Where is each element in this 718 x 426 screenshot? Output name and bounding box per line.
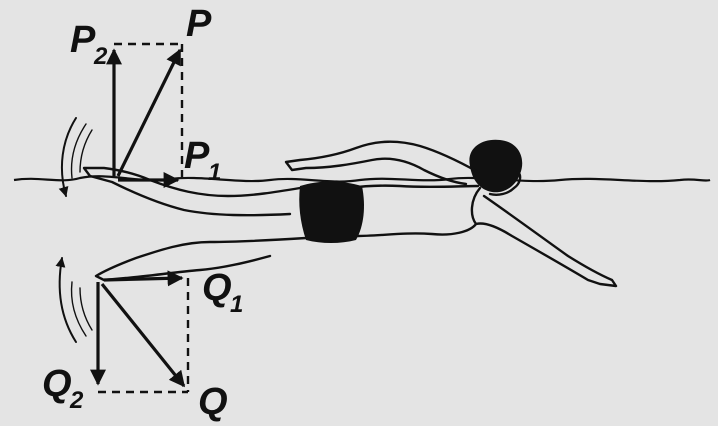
label-q2-subscript: 2 <box>69 387 84 414</box>
vector-p <box>116 48 182 177</box>
label-p: P <box>186 3 212 45</box>
label-q2-letter: Q <box>42 363 72 405</box>
swimmer-lower-leg <box>94 236 308 282</box>
label-p2: P 2 <box>70 19 108 70</box>
label-q2: Q 2 <box>42 363 84 414</box>
swimmer-torso <box>348 184 482 238</box>
swimming-trunks <box>299 181 364 243</box>
vector-q <box>100 282 186 388</box>
label-p1: P 1 <box>184 135 221 186</box>
swimmer-recovery-arm <box>284 140 480 186</box>
label-p1-letter: P <box>184 135 210 177</box>
water-surface-line <box>13 175 711 183</box>
motion-swirl-lower <box>55 257 93 343</box>
swimmer-head <box>469 139 523 196</box>
force-q-parallelogram <box>90 270 190 394</box>
label-q: Q <box>198 381 228 423</box>
motion-swirl-upper <box>58 117 93 197</box>
label-q1-letter: Q <box>202 267 232 309</box>
label-q1-subscript: 1 <box>230 291 243 318</box>
vector-q1 <box>103 270 184 287</box>
force-p-parallelogram <box>106 42 184 188</box>
label-p1-subscript: 1 <box>208 159 221 186</box>
label-p2-letter: P <box>70 19 96 61</box>
label-q1: Q 1 <box>202 267 243 318</box>
swimmer-extended-arm <box>474 194 618 288</box>
label-p2-subscript: 2 <box>93 43 108 70</box>
